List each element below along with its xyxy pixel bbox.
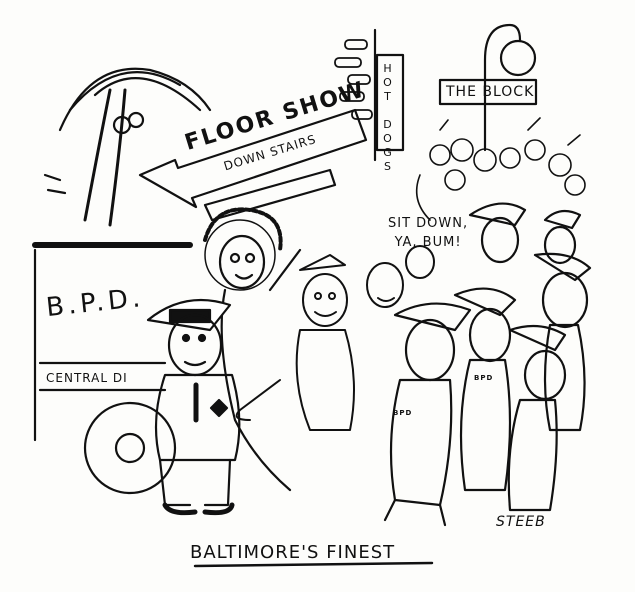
speech-bubble-text: SIT DOWN, YA, BUM! bbox=[388, 216, 469, 250]
brick-wall-icon bbox=[334, 39, 373, 120]
crowd-background bbox=[415, 117, 586, 221]
police-car-stripe-text: CENTRAL DI bbox=[46, 371, 128, 385]
police-car-icon bbox=[32, 242, 193, 495]
armband-text: BPD bbox=[474, 374, 494, 382]
reveler-figures bbox=[235, 245, 435, 431]
cartoon-caption: BALTIMORE'S FINEST bbox=[190, 542, 396, 563]
caption-underline bbox=[193, 561, 434, 568]
street-sign-text: THE BLOCK bbox=[446, 84, 535, 100]
street-lamp-icon bbox=[438, 23, 538, 152]
hot-dogs-sign-text: HOT DOGS bbox=[381, 62, 394, 174]
floor-show-arrow-sign bbox=[138, 108, 368, 222]
showgirl-figure bbox=[203, 207, 302, 492]
policeman-front-figure bbox=[146, 298, 241, 516]
armband-text: BPD bbox=[393, 409, 413, 417]
hot-dogs-sign-board bbox=[375, 53, 405, 152]
artist-signature: STEEB bbox=[496, 514, 546, 530]
palm-tree-icon bbox=[43, 67, 212, 227]
policemen-group bbox=[383, 202, 592, 527]
